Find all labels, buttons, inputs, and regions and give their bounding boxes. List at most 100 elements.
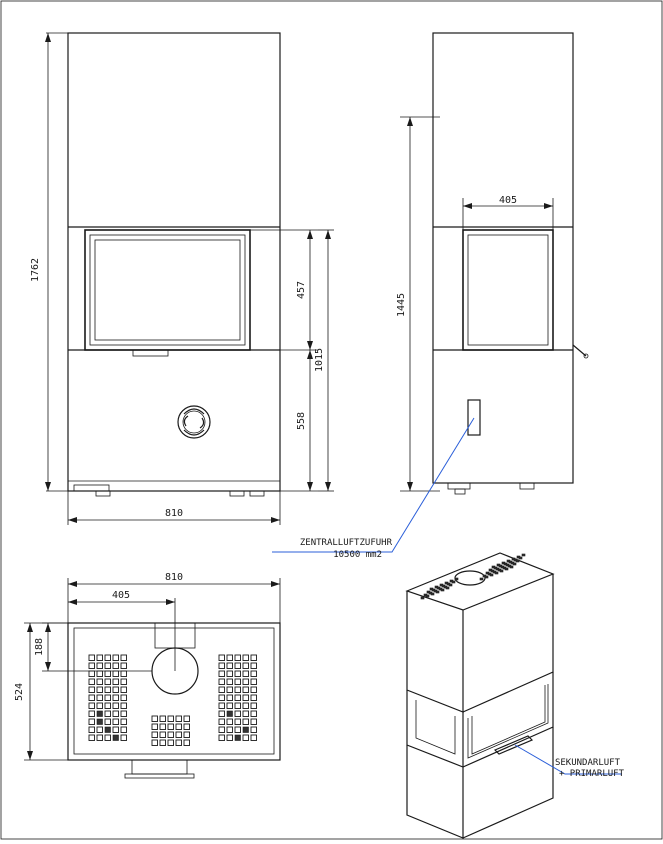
vent-hole: [96, 670, 103, 677]
vent-hole: [112, 710, 119, 717]
vent-hole: [120, 718, 127, 725]
vent-hole: [250, 726, 257, 733]
vent-hole: [250, 718, 257, 725]
vent-hole: [242, 670, 249, 677]
vent-hole: [88, 662, 95, 669]
dim-front-height: [45, 32, 68, 492]
vent-hole: [183, 739, 190, 746]
vent-hole: [96, 726, 103, 733]
vent-hole: [218, 694, 225, 701]
vent-hole: [250, 670, 257, 677]
vent-hole: [234, 686, 241, 693]
vent-grid-middle: [151, 715, 190, 746]
vent-hole: [226, 702, 233, 709]
vent-hole: [242, 662, 249, 669]
iso-vent-hole: [489, 573, 494, 577]
vent-hole: [242, 678, 249, 685]
vent-hole: [234, 694, 241, 701]
vent-hole: [250, 686, 257, 693]
vent-hole: [175, 723, 182, 730]
iso-vent-hole: [509, 565, 514, 569]
vent-hole: [104, 654, 111, 661]
vent-hole: [104, 686, 111, 693]
dim-side-window-width-label: 405: [499, 195, 517, 206]
plan-inner-outline: [73, 627, 275, 755]
vent-hole: [167, 731, 174, 738]
vent-hole: [242, 654, 249, 661]
vent-hole: [151, 723, 158, 730]
iso-window-right-frame: [467, 684, 549, 759]
vent-hole: [250, 710, 257, 717]
iso-vent-hole: [420, 596, 425, 600]
vent-hole: [151, 731, 158, 738]
side-window-frame: [462, 229, 554, 351]
vent-hole: [234, 718, 241, 725]
vent-hole: [175, 731, 182, 738]
vent-hole: [96, 734, 103, 741]
secondary-air-leader: [514, 744, 622, 775]
dim-side-height-label: 1445: [396, 293, 407, 317]
vent-hole: [250, 662, 257, 669]
vent-hole: [242, 726, 249, 733]
vent-hole: [120, 670, 127, 677]
dim-plan-half-width-label: 405: [112, 590, 130, 601]
dim-window-height-label: 457: [296, 281, 307, 299]
central-air-label-line1: ZENTRALLUFTZUFUHR: [300, 538, 393, 548]
side-door-lever: [572, 344, 587, 357]
vent-hole: [226, 686, 233, 693]
vent-hole: [104, 694, 111, 701]
vent-hole: [88, 702, 95, 709]
iso-vent-hole: [499, 569, 504, 573]
vent-hole: [183, 731, 190, 738]
vent-hole: [96, 662, 103, 669]
iso-vent-hole: [521, 553, 526, 557]
front-window-inner: [94, 239, 241, 341]
vent-hole: [104, 678, 111, 685]
vent-hole: [226, 670, 233, 677]
vent-hole: [120, 694, 127, 701]
iso-top-face: [405, 552, 555, 611]
vent-hole: [88, 718, 95, 725]
vent-hole: [242, 734, 249, 741]
dim-front-width-label: 810: [165, 508, 183, 519]
vent-hole: [218, 678, 225, 685]
dim-plan-width: [67, 578, 281, 623]
vent-hole: [226, 718, 233, 725]
vent-hole: [112, 694, 119, 701]
vent-hole: [120, 662, 127, 669]
vent-hole: [226, 678, 233, 685]
vent-hole: [96, 694, 103, 701]
vent-hole: [242, 694, 249, 701]
vent-hole: [218, 670, 225, 677]
vent-hole: [159, 715, 166, 722]
vent-hole: [104, 662, 111, 669]
vent-hole: [234, 678, 241, 685]
vent-hole: [183, 715, 190, 722]
dim-plan-width-label: 810: [165, 572, 183, 583]
iso-vent-hole: [430, 592, 435, 596]
vent-hole: [175, 739, 182, 746]
iso-vent-hole: [479, 577, 484, 581]
vent-hole: [250, 694, 257, 701]
dim-base-height: [280, 350, 318, 492]
front-door-handle: [132, 349, 169, 357]
vent-hole: [112, 678, 119, 685]
iso-window-right: [471, 685, 546, 755]
front-window-glass: [89, 234, 246, 346]
vent-hole: [112, 686, 119, 693]
front-view: 1762 457 558 1015: [30, 32, 334, 525]
isometric-view: [405, 552, 622, 839]
vent-hole: [112, 654, 119, 661]
vent-hole: [104, 734, 111, 741]
vent-hole: [218, 686, 225, 693]
vent-hole: [104, 702, 111, 709]
vent-hole: [234, 726, 241, 733]
vent-hole: [226, 694, 233, 701]
vent-hole: [112, 670, 119, 677]
vent-hole: [167, 715, 174, 722]
vent-hole: [120, 710, 127, 717]
vent-hole: [120, 678, 127, 685]
vent-hole: [112, 702, 119, 709]
